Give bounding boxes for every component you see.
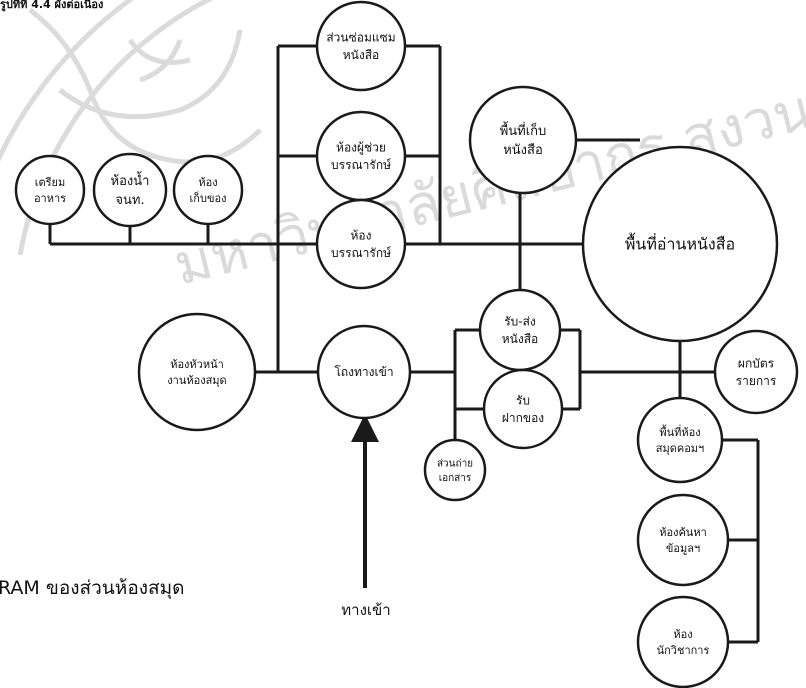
entrance-label: ทางเข้า (341, 601, 391, 619)
node-computer-area: พื้นที่ห้องสมุดคอมฯ (636, 396, 724, 484)
node-label: หนังสือ (503, 142, 543, 158)
node-label: เก็บของ (190, 191, 227, 205)
node-label: ผกบัตร (738, 357, 775, 371)
node-label: พื้นที่เก็บ (500, 121, 547, 139)
node-circle (636, 595, 730, 688)
node-label: ห้องหัวหน้า (170, 358, 224, 371)
node-label: พื้นที่ห้อง (659, 424, 700, 439)
node-book-storage: พื้นที่เก็บหนังสือ (468, 85, 578, 195)
node-label: ห้องค้นหา (659, 526, 707, 539)
node-circle (581, 145, 779, 343)
connector-lines (48, 44, 760, 644)
node-label: สมุดคอมฯ (656, 442, 705, 455)
node-circle (468, 85, 578, 195)
node-label: รายการ (736, 374, 777, 388)
node-label: ส่วนถ่าย (437, 458, 473, 469)
node-circle (137, 312, 257, 432)
node-circle (172, 154, 244, 226)
node-circle (315, 0, 407, 92)
node-circle (92, 152, 168, 228)
node-circle (713, 329, 799, 415)
node-academic: ห้องนักวิชาการ (636, 595, 730, 688)
node-send-receive: รับ-ส่งหนังสือ (478, 288, 562, 372)
node-label: ส่วนซ่อมแซม (326, 31, 395, 45)
node-circle (316, 324, 412, 420)
node-label: เตรียม (35, 176, 66, 189)
node-circle (14, 154, 86, 226)
node-label: นักวิชาการ (657, 644, 710, 657)
node-label: หนังสือ (343, 48, 380, 62)
node-label: พื้นที่อ่านหนังสือ (625, 233, 735, 254)
entrance-arrow (351, 414, 379, 588)
node-label: ห้อง (198, 176, 217, 189)
node-label: รับ (516, 394, 530, 408)
node-label: เอกสาร (439, 473, 472, 484)
page-header: รูปที่ที่ 4.4 ผังต่อเนื่อง (0, 0, 104, 11)
node-circle (636, 396, 724, 484)
node-circle (482, 368, 564, 450)
node-circle (423, 438, 487, 502)
node-circle (478, 288, 562, 372)
node-label: ห้อง (673, 628, 692, 641)
node-circle (315, 198, 407, 290)
node-label: ข้อมูลฯ (666, 542, 700, 555)
node-label: หนังสือ (502, 332, 539, 346)
node-label: ฝากของ (502, 411, 544, 425)
node-label: รับ-ส่ง (504, 315, 536, 329)
node-label: บรรณารักษ์ (331, 158, 391, 172)
node-lobby: โถงทางเข้า (316, 324, 412, 420)
node-label: งานห้องสมุด (167, 374, 226, 387)
node-reading-area: พื้นที่อ่านหนังสือ (581, 145, 779, 343)
node-label: จนท. (115, 193, 144, 208)
node-label: ห้องผู้ช่วย (336, 141, 386, 156)
node-circle (315, 110, 407, 202)
diagram-caption: RAM ของส่วนห้องสมุด (0, 577, 185, 599)
node-label: โถงทางเข้า (334, 365, 393, 379)
node-group: ส่วนซ่อมแซมหนังสือห้องผู้ช่วยบรรณารักษ์เ… (14, 0, 799, 688)
node-label: บรรณารักษ์ (331, 246, 391, 260)
node-label: อาหาร (34, 192, 66, 205)
node-circle (636, 493, 730, 587)
node-label: ห้อง (351, 229, 372, 243)
node-label: ห้องน้ำ (111, 171, 150, 189)
